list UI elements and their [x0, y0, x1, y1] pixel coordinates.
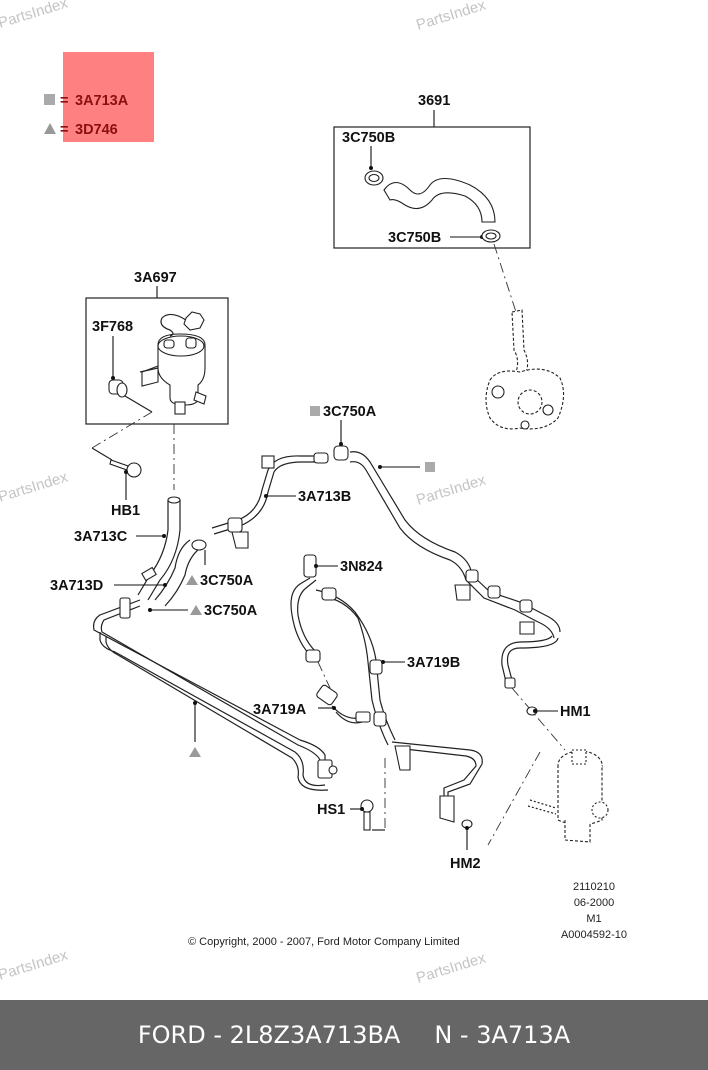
- hose-clamp: [333, 445, 349, 461]
- watermark: PartsIndex: [414, 471, 488, 508]
- square-icon: [44, 94, 55, 105]
- pipe-3a713b: 3A713B: [211, 452, 351, 549]
- drawing-id: A0004592-10: [561, 929, 627, 941]
- power-steering-pump: [485, 243, 565, 430]
- watermark: PartsIndex: [414, 949, 488, 986]
- square-icon: [425, 462, 435, 472]
- copyright-notice: © Copyright, 2000 - 2007, Ford Motor Com…: [188, 936, 460, 948]
- legend-highlight: [63, 52, 154, 142]
- callout-3c750a-sq[interactable]: 3C750A: [323, 404, 377, 420]
- bolt-hs1: HS1: [317, 799, 374, 831]
- callout-hm1[interactable]: HM1: [560, 704, 591, 720]
- callout-3n824[interactable]: 3N824: [340, 559, 383, 575]
- triangle-icon: [186, 575, 198, 585]
- footer-ref-part: N - 3A713A: [434, 1021, 571, 1049]
- legend-separator: =: [60, 93, 68, 109]
- triangle-icon: [189, 747, 201, 757]
- bolt-hb1: HB1: [109, 459, 142, 519]
- callout-3c750b-bottom[interactable]: 3C750B: [388, 230, 441, 246]
- callout-hm2[interactable]: HM2: [450, 856, 481, 872]
- callout-3a713d[interactable]: 3A713D: [50, 578, 103, 594]
- callout-3c750a-2[interactable]: 3C750A: [204, 603, 258, 619]
- triangle-icon: [190, 605, 202, 615]
- callout-3f768[interactable]: 3F768: [92, 319, 133, 335]
- drawing-rev: M1: [586, 913, 601, 925]
- group-box-3a697: [85, 297, 229, 425]
- watermark: PartsIndex: [0, 468, 70, 505]
- callout-3a713c[interactable]: 3A713C: [74, 529, 128, 545]
- hose-3a713d: [154, 539, 201, 607]
- watermark: PartsIndex: [0, 0, 70, 32]
- triangle-icon: [44, 123, 56, 134]
- callout-3c750a-1[interactable]: 3C750A: [200, 573, 254, 589]
- drawing-number: 2110210: [573, 881, 615, 893]
- callout-3691[interactable]: 3691: [418, 93, 450, 109]
- callout-3a697[interactable]: 3A697: [134, 270, 177, 286]
- hose-clamp: [191, 539, 207, 551]
- hose-3a713a: [349, 451, 566, 751]
- legend: = 3A713A = 3D746: [44, 52, 154, 142]
- callout-3c750b-top[interactable]: 3C750B: [342, 130, 395, 146]
- callout-3a713b[interactable]: 3A713B: [298, 489, 351, 505]
- watermark: PartsIndex: [414, 0, 488, 34]
- group-3691: 3691 3C750B 3C750B: [333, 93, 531, 249]
- legend-separator: =: [60, 122, 68, 138]
- steering-gear: [487, 749, 609, 846]
- group-3a697: 3A697 3F768: [85, 270, 229, 425]
- group-box-3691: [333, 126, 531, 249]
- parts-diagram: PartsIndex PartsIndex PartsIndex PartsIn…: [0, 0, 627, 987]
- legend-code-square: 3A713A: [75, 93, 129, 109]
- drawing-date: 06-2000: [574, 897, 614, 909]
- drawing-info: 2110210 06-2000 M1 A0004592-10: [561, 881, 627, 941]
- callout-hb1[interactable]: HB1: [111, 503, 140, 519]
- part-footer: FORD - 2L8Z3A713BA N - 3A713A: [0, 1000, 708, 1070]
- square-icon: [310, 406, 320, 416]
- watermark: PartsIndex: [0, 946, 70, 983]
- callout-3a719b[interactable]: 3A719B: [407, 655, 460, 671]
- legend-code-triangle: 3D746: [75, 122, 118, 138]
- hose-3a719a: 3A719A: [253, 684, 371, 724]
- callout-hs1[interactable]: HS1: [317, 802, 345, 818]
- footer-brand-part: FORD - 2L8Z3A713BA: [137, 1021, 401, 1049]
- hose-3691: [383, 177, 496, 223]
- hose-3a719b: 3N824 3A719B: [290, 554, 483, 823]
- callout-3a719a[interactable]: 3A719A: [253, 702, 307, 718]
- pipe-3d746: [93, 597, 338, 791]
